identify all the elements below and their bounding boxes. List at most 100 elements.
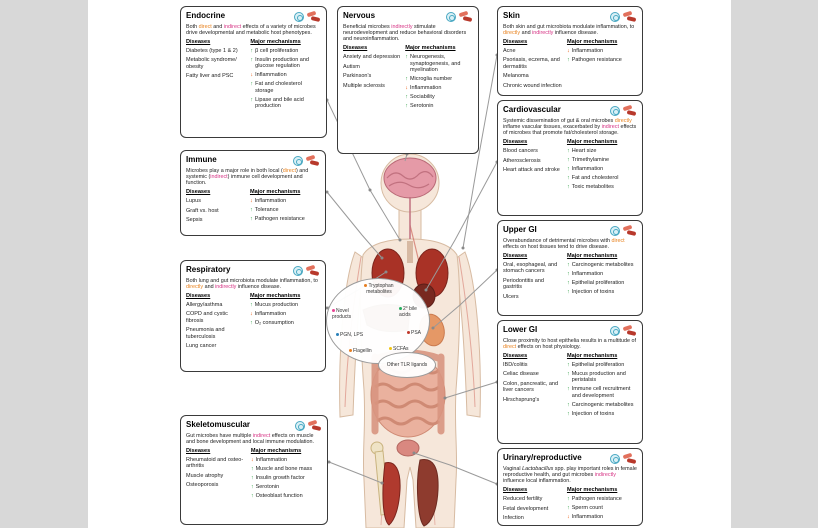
panel-header: Cardiovascular — [503, 105, 637, 116]
disease-item: Allergy/asthma — [186, 301, 223, 308]
mechanisms-label: Major mechanisms — [566, 352, 618, 359]
mechanism-item: ↓Inflammation — [250, 311, 320, 317]
mechanisms-list: ↑Mucus production↓Inflammation↑O₂ consum… — [250, 302, 320, 326]
mechanism-item: ↑Insulin production and glucose regulati… — [250, 57, 321, 70]
disease-item: Melanoma — [503, 73, 529, 80]
virus-icon — [610, 225, 620, 236]
increase-arrow-icon: ↑ — [249, 301, 253, 308]
increase-arrow-icon: ↑ — [566, 361, 570, 368]
increase-arrow-icon: ↑ — [405, 76, 408, 83]
increase-arrow-icon: ↑ — [250, 465, 254, 472]
disease-item: Hirschsprung's — [503, 396, 540, 403]
panel-description: Gut microbes have multiple indirect effe… — [186, 432, 314, 445]
panel-lower-gi: Lower GI Close proximity to host epithel… — [497, 320, 643, 444]
increase-arrow-icon: ↑ — [566, 288, 570, 295]
panel-title: Immune — [186, 155, 217, 164]
decrease-arrow-icon: ↓ — [250, 456, 254, 463]
decrease-arrow-icon: ↓ — [250, 72, 254, 79]
mechanisms-label: Major mechanisms — [566, 139, 618, 146]
panel-skeletomuscular: Skeletomuscular Gut microbes have multip… — [180, 415, 328, 525]
panel-icons — [293, 155, 320, 166]
mechanisms-label: Major mechanisms — [250, 447, 302, 454]
mechanism-item: ↑Epithelial proliferation — [567, 362, 637, 368]
mechanism-label: Trimethylamine — [571, 157, 610, 164]
mechanisms-label: Major mechanisms — [249, 292, 301, 299]
increase-arrow-icon: ↑ — [566, 279, 570, 286]
disease-item: Multiple sclerosis — [343, 82, 385, 89]
disease-item: Sepsis — [186, 217, 203, 224]
product-glyph-icon — [332, 309, 335, 313]
mechanisms-list: ↓Inflammation↑Pathogen resistance — [567, 48, 637, 63]
panel-title: Urinary/reproductive — [503, 453, 582, 462]
mechanism-item: ↑Pathogen resistance — [567, 57, 637, 63]
mechanism-label: Sperm count — [571, 505, 603, 512]
mechanism-item: ↑β cell proliferation — [250, 48, 321, 54]
bacteria-icon — [306, 155, 320, 166]
disease-item: Fetal development — [503, 505, 549, 512]
mechanisms-list: ↑Neurogenesis, synaptogenesis, and myeli… — [405, 54, 473, 109]
panel-title: Endocrine — [186, 11, 226, 20]
mechanism-item: ↑Inflammation — [567, 166, 637, 172]
increase-arrow-icon: ↑ — [249, 319, 253, 326]
increase-arrow-icon: ↑ — [566, 496, 570, 503]
mechanism-item: ↑Serotonin — [251, 484, 322, 490]
increase-arrow-icon: ↑ — [566, 148, 570, 155]
panel-icons — [446, 11, 473, 22]
disease-item: Acne — [503, 47, 516, 54]
increase-arrow-icon: ↑ — [566, 401, 570, 408]
diseases-label: Diseases — [503, 139, 528, 146]
mechanism-item: ↑Toxic metabolites — [567, 184, 637, 190]
mechanism-item: ↑Neurogenesis, synaptogenesis, and myeli… — [405, 54, 473, 73]
other-tlr-ligands-bubble: Other TLR ligands — [378, 352, 436, 378]
bacteria-icon — [623, 325, 637, 336]
panel-upper-gi: Upper GI Overabundance of detrimental mi… — [497, 220, 643, 316]
increase-arrow-icon: ↑ — [405, 54, 408, 61]
mechanisms-label: Major mechanisms — [566, 487, 618, 494]
bacteria-icon — [623, 11, 637, 22]
mechanisms-list: ↑Epithelial proliferation↑Mucus producti… — [567, 362, 637, 417]
panel-title: Skeletomuscular — [186, 420, 251, 429]
product-glyph-icon — [399, 307, 402, 311]
mechanism-item: ↓Inflammation — [405, 85, 473, 91]
mechanisms-list: ↑Carcinogenic metabolites↑Inflammation↑E… — [567, 262, 637, 295]
panel-icons — [610, 105, 637, 116]
thigh-muscle-illustration — [382, 461, 401, 526]
mechanism-label: Toxic metabolites — [571, 184, 614, 191]
mechanism-item: ↑Mucus production — [250, 302, 320, 308]
increase-arrow-icon: ↑ — [566, 410, 570, 417]
diseases-label: Diseases — [186, 447, 211, 454]
panel-nervous: Nervous Beneficial microbes indirectly s… — [337, 6, 479, 154]
panel-icons — [293, 265, 320, 276]
panel-title: Cardiovascular — [503, 105, 561, 114]
mechanism-label: Immune cell recruitment and development — [571, 386, 631, 399]
bacteria-icon — [623, 225, 637, 236]
panel-title: Respiratory — [186, 265, 231, 274]
panel-header: Respiratory — [186, 265, 320, 276]
mechanism-item: ↑Immune cell recruitment and development — [567, 386, 637, 399]
panel-immune: Immune Microbes play a major role in bot… — [180, 150, 326, 236]
diseases-label: Diseases — [503, 487, 528, 494]
disease-item: Pneumonia and tuberculosis — [186, 327, 225, 340]
virus-icon — [610, 453, 620, 464]
increase-arrow-icon: ↑ — [566, 386, 570, 393]
panel-description: Systemic dissemination of gut & oral mic… — [503, 117, 637, 137]
mechanism-item: ↑Heart size — [567, 148, 637, 154]
mechanism-item: ↑Carcinogenic metabolites — [567, 402, 637, 408]
mechanism-label: Pathogen resistance — [571, 56, 622, 63]
callout-label: Flagellin — [349, 348, 379, 355]
increase-arrow-icon: ↑ — [566, 56, 570, 63]
mechanism-label: Microglia number — [409, 76, 453, 83]
bacteria-icon — [623, 453, 637, 464]
virus-icon — [610, 11, 620, 22]
disease-item: Graft vs. host — [186, 207, 219, 214]
increase-arrow-icon: ↑ — [566, 175, 570, 182]
panel-description: Both lung and gut microbiota modulate in… — [186, 277, 318, 290]
mechanism-label: Fat and cholesterol — [571, 175, 619, 182]
disease-item: Psoriasis, eczema, and dermatitis — [503, 57, 560, 70]
increase-arrow-icon: ↑ — [566, 370, 570, 377]
virus-icon — [610, 325, 620, 336]
